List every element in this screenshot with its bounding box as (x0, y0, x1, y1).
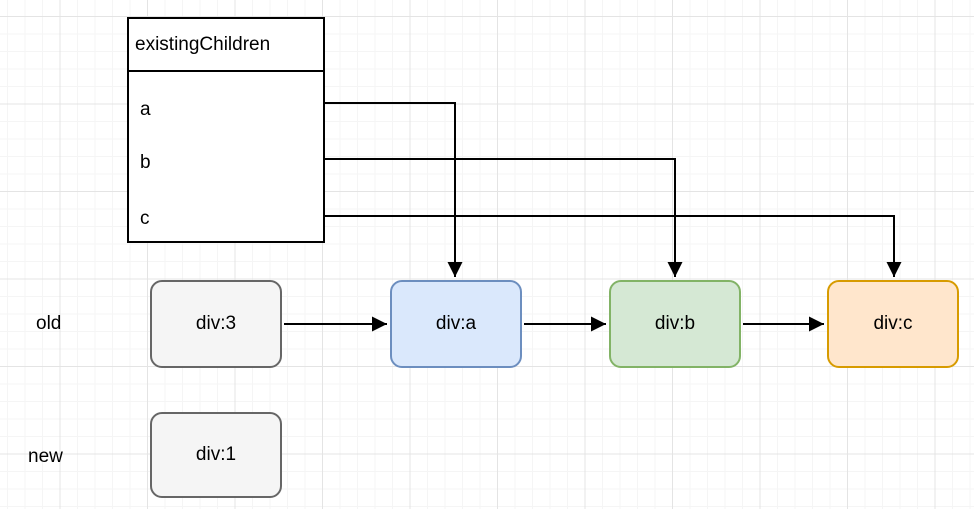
node-div-c-label: div:c (873, 313, 913, 334)
existing-children-title: existingChildren (135, 33, 271, 55)
edge-row-b-to-div-b (323, 158, 683, 277)
node-div-b: div:b (609, 280, 741, 368)
node-div-1: div:1 (150, 412, 282, 498)
node-div-a-label: div:a (435, 313, 477, 334)
node-div-b-label: div:b (654, 313, 696, 334)
existing-children-table-header: existingChildren (129, 19, 323, 72)
existing-children-table: existingChildren a b c (127, 17, 325, 243)
node-div-c: div:c (827, 280, 959, 368)
node-div-3-label: div:3 (195, 313, 237, 334)
node-div-1-label: div:1 (195, 444, 237, 465)
table-row-b: b (140, 152, 151, 173)
node-div-a: div:a (390, 280, 522, 368)
node-div-3: div:3 (150, 280, 282, 368)
table-row-a: a (140, 99, 151, 120)
table-row-c: c (140, 208, 150, 229)
edge-row-a-to-div-a (323, 102, 463, 277)
edge-row-c-to-div-c (323, 215, 902, 277)
new-lane-label: new (28, 446, 63, 467)
old-lane-label: old (36, 313, 62, 334)
